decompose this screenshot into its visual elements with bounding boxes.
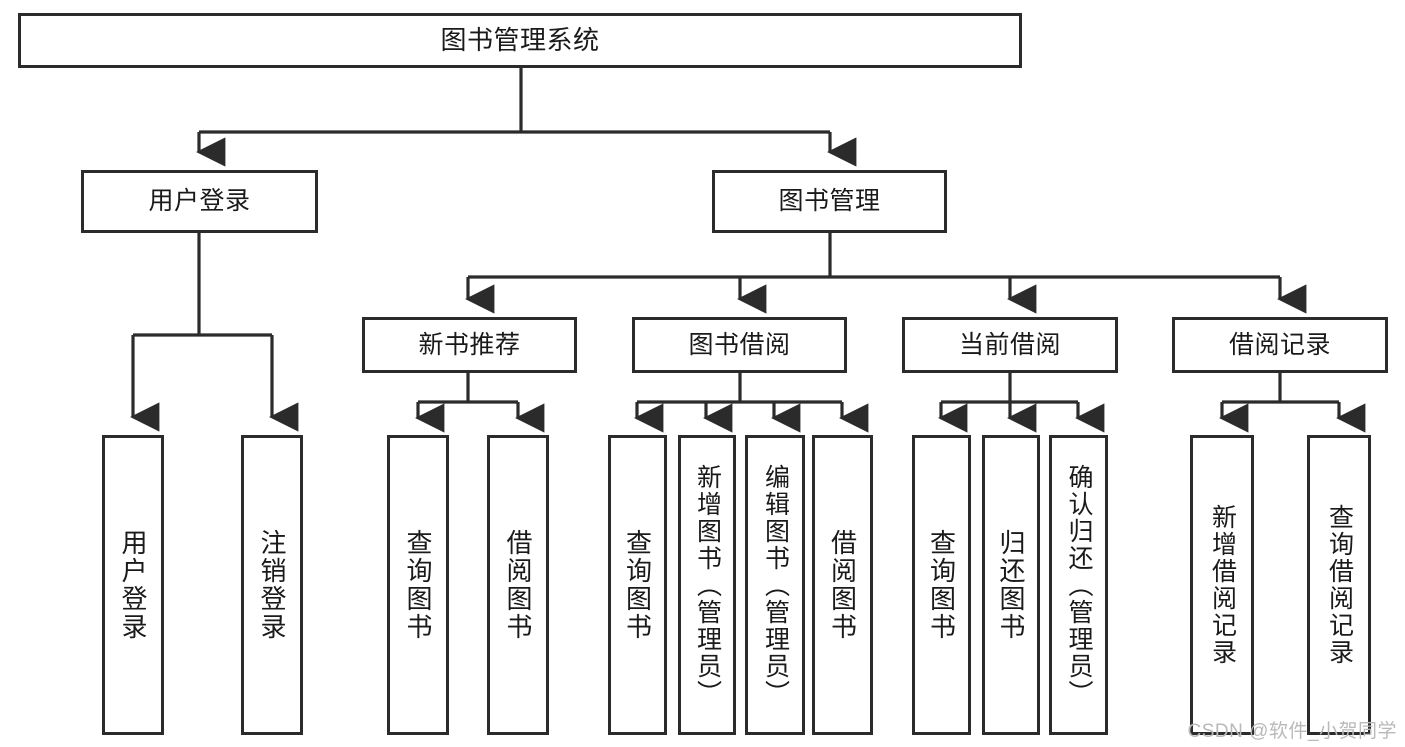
node-label: 查询借阅记录 bbox=[1325, 504, 1354, 666]
node-borrow-records[interactable]: 借阅记录 bbox=[1172, 317, 1388, 373]
node-label: 查询图书 bbox=[926, 529, 957, 641]
node-label: 图书管理 bbox=[778, 187, 881, 216]
leaf-logout[interactable]: 注销登录 bbox=[241, 435, 303, 735]
node-label: 图书管理系统 bbox=[440, 24, 600, 55]
leaf-add-book-admin[interactable]: 新增图书（管理员） bbox=[678, 435, 736, 735]
node-root-book-management-system[interactable]: 图书管理系统 bbox=[18, 13, 1022, 68]
node-label: 归还图书 bbox=[996, 529, 1026, 641]
node-book-management[interactable]: 图书管理 bbox=[712, 170, 947, 233]
leaf-add-borrow-record[interactable]: 新增借阅记录 bbox=[1190, 435, 1254, 735]
leaf-query-book-borrow[interactable]: 查询图书 bbox=[608, 435, 667, 735]
node-label: 新增借阅记录 bbox=[1208, 504, 1237, 666]
node-book-borrowing[interactable]: 图书借阅 bbox=[632, 317, 847, 373]
leaf-borrow-book-borrow[interactable]: 借阅图书 bbox=[812, 435, 873, 735]
node-user-login[interactable]: 用户登录 bbox=[81, 170, 318, 233]
node-label: 注销登录 bbox=[257, 529, 287, 641]
node-label: 查询图书 bbox=[622, 529, 653, 641]
node-label: 用户登录 bbox=[148, 187, 251, 216]
node-current-borrowing[interactable]: 当前借阅 bbox=[902, 317, 1118, 373]
node-label: 用户登录 bbox=[118, 529, 148, 641]
csdn-watermark: CSDN @软件_小贺同学 bbox=[1187, 721, 1397, 742]
node-label: 借阅图书 bbox=[827, 529, 858, 641]
node-label: 新书推荐 bbox=[418, 330, 521, 359]
node-label: 编辑图书（管理员） bbox=[761, 463, 790, 707]
leaf-user-login[interactable]: 用户登录 bbox=[102, 435, 164, 735]
leaf-edit-book-admin[interactable]: 编辑图书（管理员） bbox=[745, 435, 805, 735]
node-label: 借阅记录 bbox=[1228, 330, 1331, 359]
leaf-query-book-current[interactable]: 查询图书 bbox=[912, 435, 971, 735]
node-label: 查询图书 bbox=[403, 529, 433, 641]
node-new-book-recommendation[interactable]: 新书推荐 bbox=[362, 317, 577, 373]
node-label: 新增图书（管理员） bbox=[693, 463, 722, 707]
node-label: 图书借阅 bbox=[688, 330, 791, 359]
leaf-return-book[interactable]: 归还图书 bbox=[982, 435, 1040, 735]
node-label: 当前借阅 bbox=[958, 330, 1061, 359]
leaf-query-book-new-rec[interactable]: 查询图书 bbox=[387, 435, 449, 735]
node-label: 确认归还（管理员） bbox=[1065, 463, 1093, 707]
node-label: 借阅图书 bbox=[503, 529, 533, 641]
leaf-query-borrow-record[interactable]: 查询借阅记录 bbox=[1307, 435, 1371, 735]
leaf-borrow-book-new-rec[interactable]: 借阅图书 bbox=[487, 435, 549, 735]
leaf-confirm-return-admin[interactable]: 确认归还（管理员） bbox=[1049, 435, 1108, 735]
